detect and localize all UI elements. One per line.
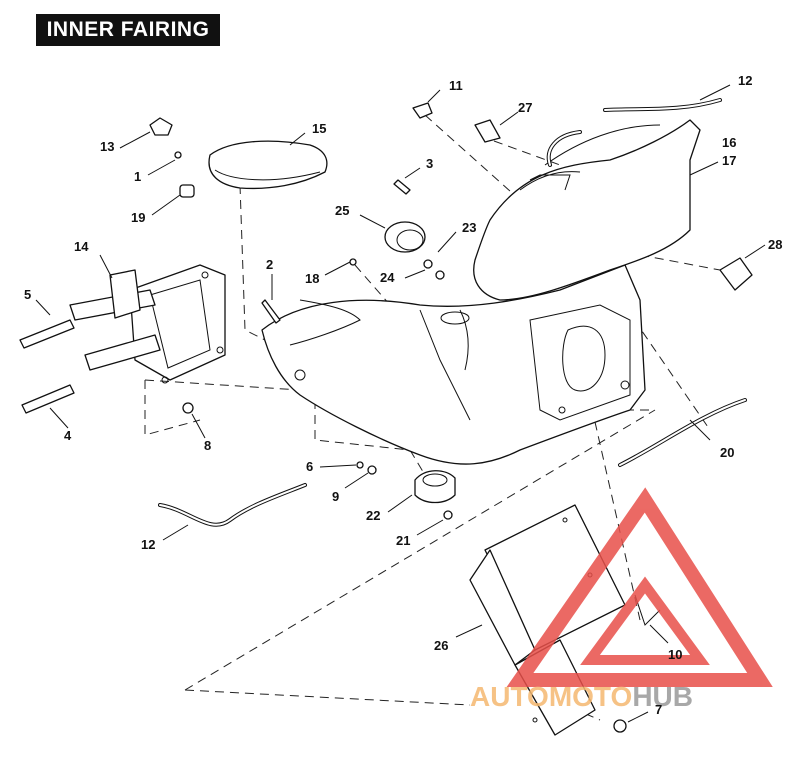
callout-21: 21 [396, 533, 410, 548]
callout-17: 17 [722, 153, 736, 168]
callout-12-bottom: 12 [141, 537, 155, 552]
callout-19: 19 [131, 210, 145, 225]
callout-26: 26 [434, 638, 448, 653]
callout-2: 2 [266, 257, 273, 272]
fasteners [19, 102, 753, 733]
callout-18: 18 [305, 271, 319, 286]
watermark-inner-triangle [580, 576, 710, 665]
callout-14: 14 [74, 239, 89, 254]
callout-7: 7 [655, 702, 662, 717]
watermark-text-auto: AUTOMOTOHUB [470, 681, 693, 712]
watermark-part2: HUB [632, 681, 693, 712]
leader-lines [35, 84, 766, 723]
callout-22: 22 [366, 508, 380, 523]
callout-4: 4 [64, 428, 72, 443]
callout-15: 15 [312, 121, 326, 136]
watermark-triangle [506, 487, 773, 687]
callout-13: 13 [100, 139, 114, 154]
callout-1: 1 [134, 169, 141, 184]
callout-11: 11 [449, 78, 463, 93]
watermark: AUTOMOTOHUB [470, 487, 773, 712]
lid-part [208, 140, 328, 190]
callout-27: 27 [518, 100, 532, 115]
callout-3: 3 [426, 156, 433, 171]
callout-24: 24 [380, 270, 395, 285]
callout-12-top: 12 [738, 73, 752, 88]
watermark-part1: AUTOMOTO [470, 681, 632, 712]
callout-16: 16 [722, 135, 736, 150]
callout-labels: 13 1 19 15 11 27 12 16 17 28 3 25 23 24 … [24, 73, 782, 717]
outer-fairing-shell [473, 119, 701, 301]
gauge-and-mount [384, 221, 456, 504]
callout-9: 9 [332, 489, 339, 504]
cables [158, 98, 747, 527]
callout-23: 23 [462, 220, 476, 235]
left-bracket-assembly [69, 264, 226, 384]
callout-8: 8 [204, 438, 211, 453]
callout-6: 6 [306, 459, 313, 474]
callout-28: 28 [768, 237, 782, 252]
callout-25: 25 [335, 203, 349, 218]
callout-5: 5 [24, 287, 31, 302]
callout-20: 20 [720, 445, 734, 460]
inner-fairing-body [261, 264, 646, 465]
page-title: INNER FAIRING [36, 14, 220, 46]
callout-10: 10 [668, 647, 682, 662]
